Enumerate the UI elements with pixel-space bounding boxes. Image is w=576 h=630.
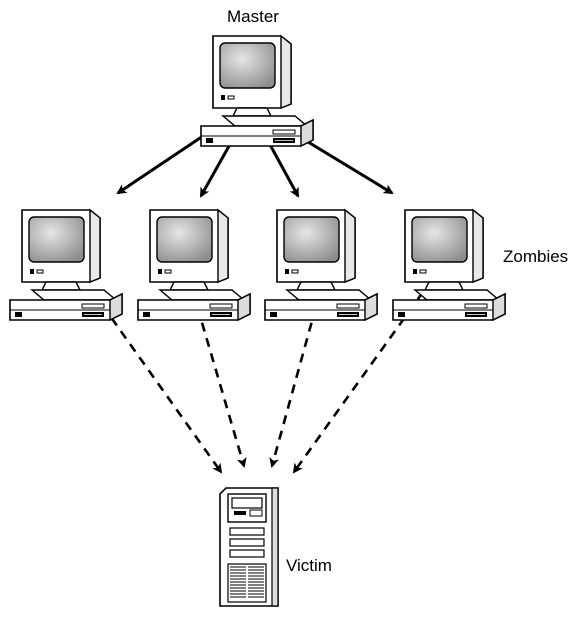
victim-label: Victim	[286, 556, 332, 575]
zombie-computer-icon-4	[392, 209, 506, 321]
zombie-computer-icon-1	[9, 209, 123, 321]
arrow-zombie-3-victim	[269, 291, 322, 468]
zombie-computer-icon-2	[137, 209, 251, 321]
arrow-zombie-4-victim	[292, 291, 425, 474]
master-label: Master	[227, 7, 279, 26]
zombie-computer-icon-3	[264, 209, 378, 321]
zombies-label: Zombies	[503, 247, 569, 266]
arrow-zombie-1-victim	[91, 291, 223, 474]
master-computer-icon	[200, 35, 314, 147]
attack-arrows	[91, 291, 425, 474]
arrow-master-zombie-1	[116, 126, 216, 195]
arrow-zombie-2-victim	[191, 291, 247, 468]
victim-server-icon	[219, 487, 279, 607]
